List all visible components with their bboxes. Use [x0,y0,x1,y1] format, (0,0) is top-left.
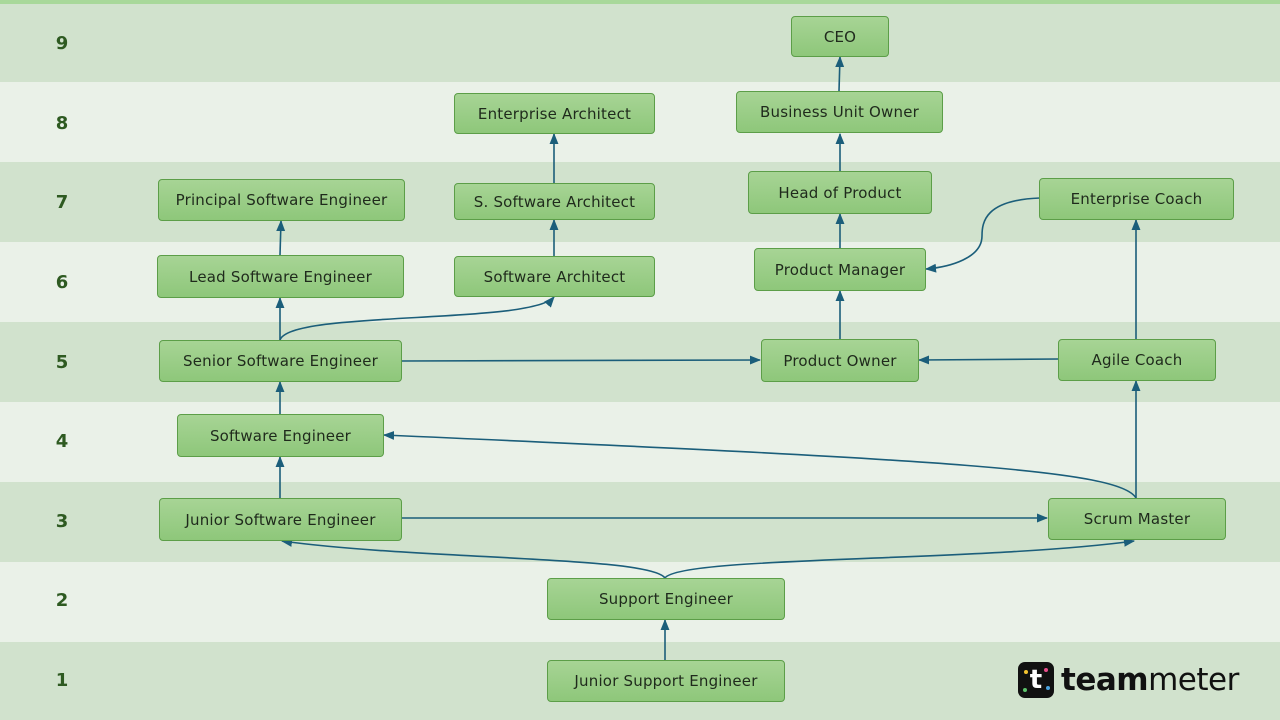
edge-senior-swe-to-product-owner [401,355,762,365]
edge-senior-swe-to-software-architect [279,296,555,341]
role-s-software-architect: S. Software Architect [454,183,655,220]
level-band-9 [0,4,1280,82]
edge-enterprise-coach-to-product-manager [924,197,1041,273]
role-junior-support-engineer: Junior Support Engineer [547,660,785,702]
role-support-engineer: Support Engineer [547,578,785,620]
edge-agile-coach-to-product-owner [917,355,1059,365]
role-ceo: CEO [791,16,889,57]
role-business-unit-owner: Business Unit Owner [736,91,943,133]
role-enterprise-coach: Enterprise Coach [1039,178,1234,220]
teammeter-wordmark: teammeter [1061,662,1239,698]
level-number-1: 1 [55,670,69,691]
level-number-8: 8 [55,113,69,134]
level-number-2: 2 [55,590,69,611]
edge-support-to-junior-swe [280,537,666,579]
level-number-6: 6 [55,272,69,293]
level-number-7: 7 [55,192,69,213]
role-scrum-master: Scrum Master [1048,498,1226,540]
role-lead-software-engineer: Lead Software Engineer [157,255,404,298]
role-software-architect: Software Architect [454,256,655,297]
role-product-owner: Product Owner [761,339,919,382]
teammeter-logo: t teammeter [1018,660,1239,700]
level-number-3: 3 [55,511,69,532]
edge-lead-swe-to-principal-swe [276,219,286,256]
edge-scrum-master-to-swe [382,430,1137,499]
top-accent-bar [0,0,1280,4]
role-enterprise-architect: Enterprise Architect [454,93,655,134]
role-senior-software-engineer: Senior Software Engineer [159,340,402,382]
edge-bu-owner-to-ceo [835,55,845,92]
role-junior-software-engineer: Junior Software Engineer [159,498,402,541]
role-head-of-product: Head of Product [748,171,932,214]
role-principal-software-engineer: Principal Software Engineer [158,179,405,221]
edge-support-to-scrum-master [664,537,1136,579]
role-agile-coach: Agile Coach [1058,339,1216,381]
role-software-engineer: Software Engineer [177,414,384,457]
teammeter-logo-mark: t [1018,662,1054,698]
level-number-4: 4 [55,431,69,452]
level-number-9: 9 [55,33,69,54]
role-product-manager: Product Manager [754,248,926,291]
level-number-5: 5 [55,352,69,373]
